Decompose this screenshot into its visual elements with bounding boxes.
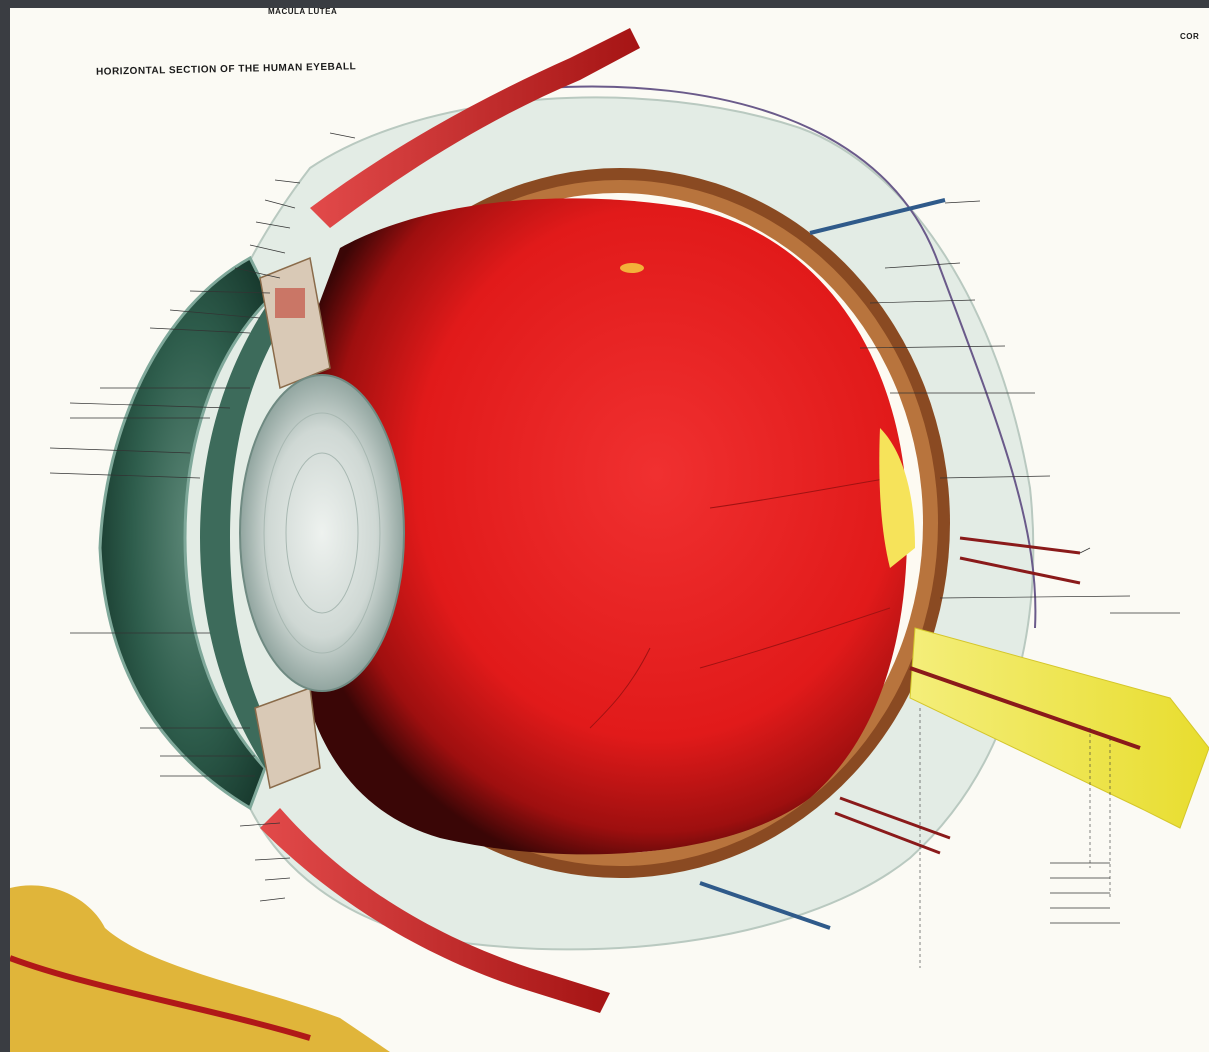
poster: MACULA LUTEA HORIZONTAL SECTION OF THE H…	[10, 8, 1209, 1052]
eyeball-illustration	[10, 8, 1209, 1052]
orbital-bone	[10, 885, 390, 1052]
crystalline-lens	[240, 375, 404, 691]
macula-spot	[620, 263, 644, 273]
corner-label: COR	[1180, 32, 1199, 41]
top-label: MACULA LUTEA	[268, 8, 337, 16]
